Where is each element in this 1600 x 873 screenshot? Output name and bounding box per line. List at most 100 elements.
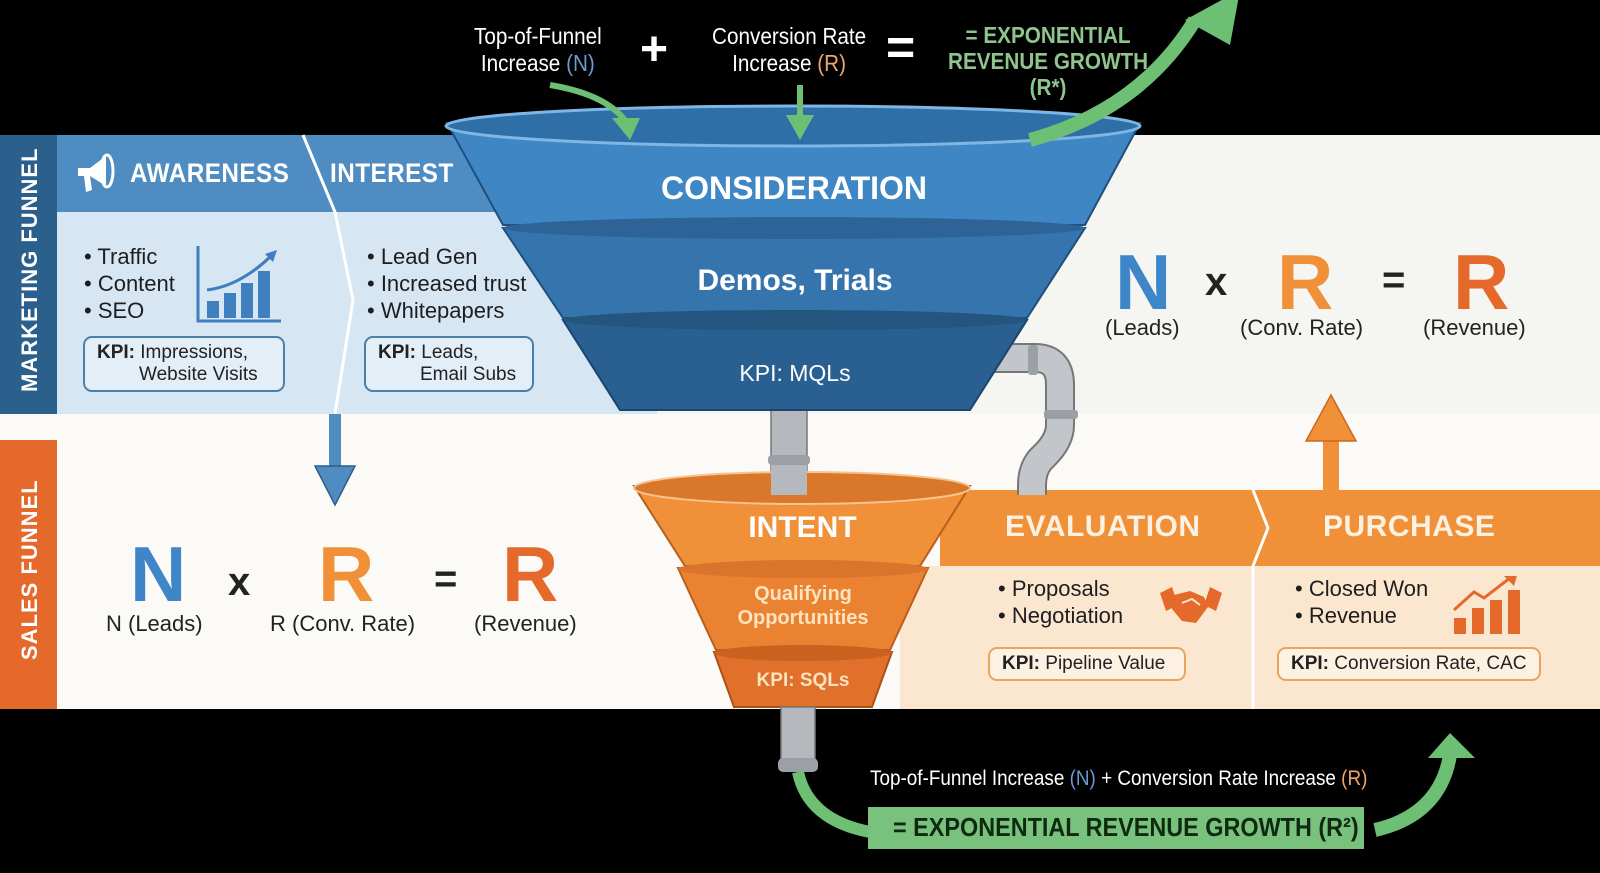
formula-top-equals: = [1382, 258, 1406, 302]
kpi-box-purchase: KPI: Conversion Rate, CAC [1277, 647, 1541, 681]
green-arrow-growth-top-right [1028, 0, 1239, 147]
down-arrow-icon [313, 414, 357, 507]
footer-banner-bg [868, 807, 1364, 849]
header-var-n: (N) [566, 50, 595, 76]
kpi-value: Pipeline Value [1045, 653, 1166, 674]
header-term-r-line2: Increase [732, 50, 812, 76]
formula-top-times: x [1205, 260, 1228, 304]
kpi-value-line1: Impressions, [140, 342, 248, 363]
funnel-tier-consideration: CONSIDERATION [660, 170, 928, 206]
funnel-tier-kpi-sqls: KPI: SQLs [756, 670, 850, 691]
header-result-line2: REVENUE GROWTH [948, 48, 1149, 74]
sales-funnel-sidebar [0, 440, 57, 709]
awareness-bullets: • Traffic • Content • SEO [84, 243, 175, 324]
funnel-tier-qualifying-line2: Opportunities [737, 607, 869, 629]
funnel-tier-qualifying: Qualifying Opportunities [716, 582, 890, 630]
formula-sales-r: R [318, 530, 375, 618]
equals-sign: = [886, 19, 916, 75]
header-term-r: Conversion Rate Increase (R) [712, 23, 866, 77]
header-term-n: Top-of-Funnel Increase (N) [474, 23, 602, 77]
funnel-tier-qualifying-line1: Qualifying [754, 583, 852, 605]
kpi-label: KPI: [1002, 653, 1040, 674]
stage-title-interest: INTEREST [330, 158, 454, 188]
handshake-icon [1160, 585, 1222, 636]
marketing-funnel-sidebar [0, 135, 57, 414]
green-arrowhead [612, 118, 640, 140]
kpi-box-interest: KPI: Leads, Email Subs [364, 336, 534, 392]
megaphone-icon [72, 152, 120, 203]
formula-top-result: R [1453, 238, 1510, 326]
bullet-item: • Negotiation [998, 603, 1124, 628]
bullet-item: • Proposals [998, 576, 1110, 601]
formula-top-n-caption: (Leads) [1105, 315, 1180, 340]
header-result-line3: (R*) [1029, 74, 1067, 100]
stage-divider-awareness-interest [301, 134, 355, 415]
kpi-value-line2: Email Subs [420, 364, 517, 385]
kpi-value: Conversion Rate, CAC [1334, 653, 1527, 674]
formula-sales-equals: = [434, 557, 458, 601]
funnel-tier-intent: INTENT [748, 511, 857, 544]
kpi-box-awareness: KPI: Impressions, Website Visits [83, 336, 285, 392]
funnel-tier-demos-trials: Demos, Trials [697, 264, 893, 297]
bullet-item: • SEO [84, 298, 145, 323]
bullet-item: • Increased trust [367, 271, 527, 296]
footer-line-part1: Top-of-Funnel Increase [870, 767, 1070, 790]
kpi-value-line2: Website Visits [139, 364, 258, 385]
formula-sales-result-caption: (Revenue) [474, 611, 577, 636]
green-arrow-bottom-right [1373, 733, 1475, 837]
bullet-item: • Revenue [1295, 603, 1397, 628]
plus-sign: + [640, 23, 669, 76]
pipe-elbow [985, 343, 1078, 495]
formula-top-n: N [1115, 238, 1172, 326]
footer-line-part2: + Conversion Rate Increase [1095, 767, 1342, 790]
bullet-item: • Whitepapers [367, 298, 505, 323]
bullet-item: • Closed Won [1295, 576, 1429, 601]
sales-stage-header [940, 490, 1600, 566]
stage-title-purchase: PURCHASE [1323, 510, 1496, 543]
header-result-line1: = EXPONENTIAL [965, 22, 1131, 48]
header-result: = EXPONENTIAL REVENUE GROWTH (R*) [948, 22, 1148, 100]
green-arrow-bottom-left [792, 770, 872, 838]
stage-title-awareness: AWARENESS [130, 158, 290, 188]
stage-title-evaluation: EVALUATION [1005, 510, 1201, 543]
intent-funnel [632, 465, 972, 708]
bullet-item: • Traffic [84, 244, 158, 269]
interest-bullets: • Lead Gen • Increased trust • Whitepape… [367, 243, 526, 324]
consideration-funnel [444, 104, 1142, 411]
footer-banner: = EXPONENTIAL REVENUE GROWTH (R²) [893, 812, 1359, 842]
header-term-n-line2: Increase [480, 50, 561, 76]
formula-sales-n-caption: N (Leads) [106, 611, 203, 636]
marketing-funnel-label: MARKETING FUNNEL [17, 147, 42, 392]
footer-line: Top-of-Funnel Increase (N) + Conversion … [870, 767, 1367, 791]
formula-top-r: R [1277, 238, 1334, 326]
stage-divider-evaluation-purchase [1251, 489, 1270, 709]
sales-funnel-label: SALES FUNNEL [17, 479, 42, 660]
footer-var-r: (R) [1341, 767, 1368, 790]
evaluation-bullets: • Proposals • Negotiation [998, 575, 1123, 629]
kpi-box-evaluation: KPI: Pipeline Value [988, 647, 1186, 681]
header-term-n-line1: Top-of-Funnel [474, 23, 602, 49]
up-arrow-icon [1304, 393, 1358, 492]
sales-stage-body [900, 566, 1600, 709]
pipe-bottom [778, 706, 818, 772]
formula-top-result-caption: (Revenue) [1423, 315, 1526, 340]
green-arrow-top-center [786, 85, 814, 140]
formula-sales-result: R [502, 530, 559, 618]
bullet-item: • Lead Gen [367, 244, 478, 269]
bullet-item: • Content [84, 271, 175, 296]
purchase-bullets: • Closed Won • Revenue [1295, 575, 1428, 629]
bar-chart-growth-icon [195, 246, 285, 331]
formula-top-r-caption: (Conv. Rate) [1240, 315, 1364, 340]
formula-sales-times: x [228, 560, 251, 604]
kpi-value-line1: Leads, [421, 342, 479, 363]
header-var-r: (R) [817, 50, 847, 76]
header-term-r-line1: Conversion Rate [712, 23, 867, 49]
funnel-tier-kpi-mqls: KPI: MQLs [739, 360, 851, 386]
formula-sales-r-caption: R (Conv. Rate) [270, 611, 416, 636]
kpi-label: KPI: [1291, 653, 1329, 674]
footer-var-n: (N) [1069, 767, 1096, 790]
kpi-label: KPI: [378, 342, 416, 363]
revenue-growth-chart-icon [1452, 572, 1526, 641]
formula-sales-n: N [130, 530, 187, 618]
